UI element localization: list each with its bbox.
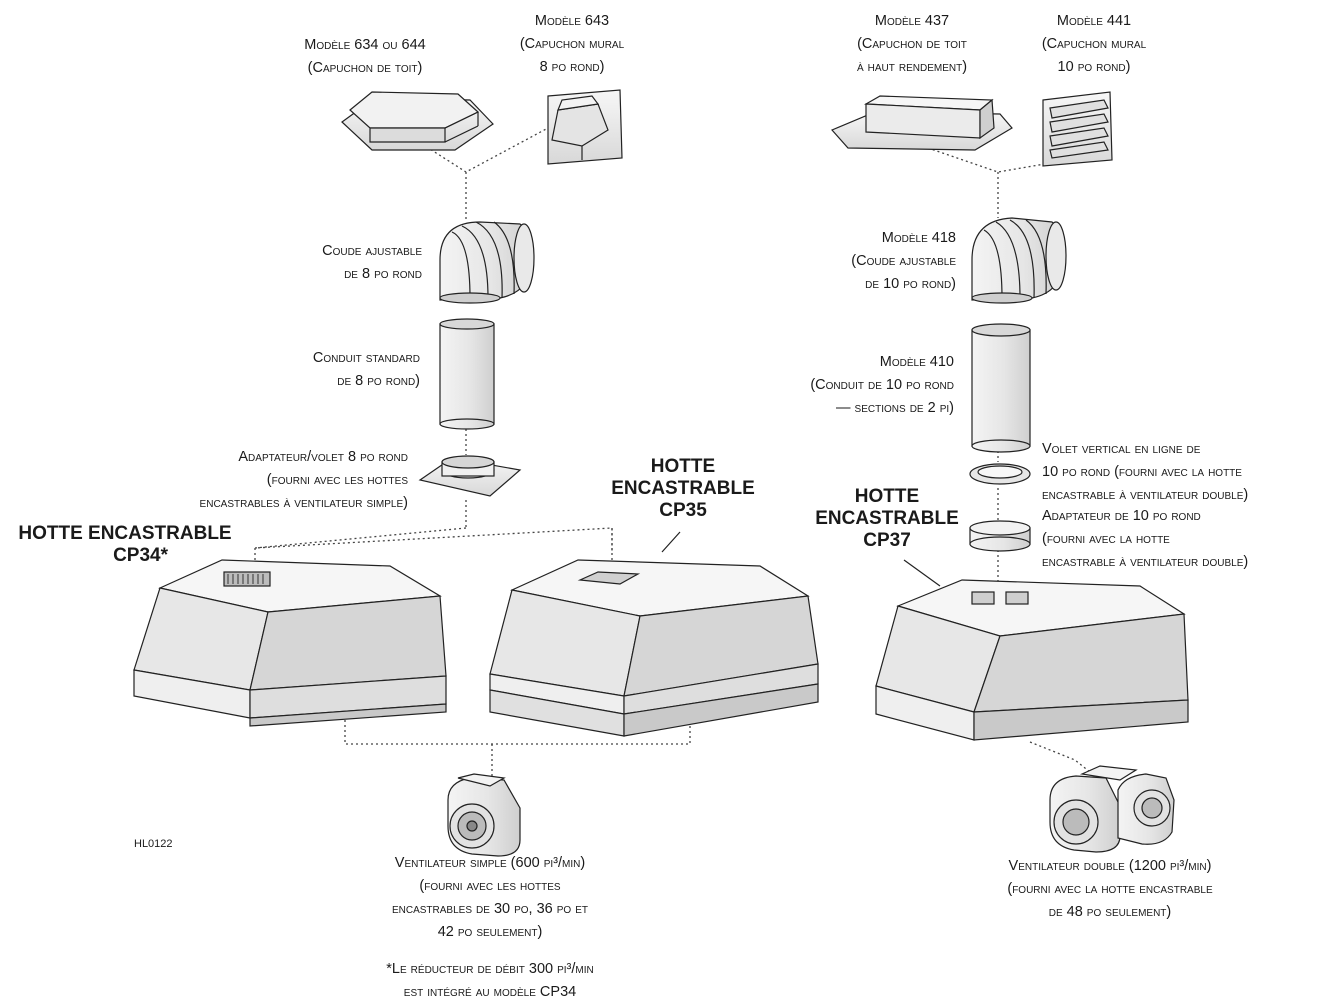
footnote: *Le réducteur de débit 300 pi³/min est i… xyxy=(386,961,594,1000)
roof-cap-634-illustration xyxy=(341,91,494,151)
hood-cp37-illustration xyxy=(875,579,1189,741)
label-adapter-10: Adaptateur de 10 po rond (fourni avec la… xyxy=(1042,508,1249,570)
label-dual-blower: Ventilateur double (1200 pi³/min) (fourn… xyxy=(1007,858,1213,920)
roof-cap-437-illustration xyxy=(830,95,1013,151)
hood-cp35-illustration xyxy=(489,559,819,737)
label-roof-cap-634-644: Modèle 634 ou 644 (Capuchon de toit) xyxy=(304,37,426,76)
label-wall-cap-643: Modèle 643 (Capuchon mural 8 po rond) xyxy=(519,13,625,75)
label-adapter-damper-8: Adaptateur/volet 8 po rond (fourni avec … xyxy=(199,449,408,511)
hood-title-cp37: HOTTE ENCASTRABLE CP37 xyxy=(815,486,959,551)
label-duct-410: Modèle 410 (Conduit de 10 po rond — sect… xyxy=(810,354,954,416)
label-vertical-damper-10: Volet vertical en ligne de 10 po rond (f… xyxy=(1042,441,1249,503)
adapter-10-illustration xyxy=(969,520,1031,552)
hood-pointer-lines xyxy=(661,531,941,587)
hood-title-cp34: HOTTE ENCASTRABLE CP34* xyxy=(18,523,232,566)
duct-8-illustration xyxy=(439,318,495,430)
dual-blower-illustration xyxy=(1049,765,1175,853)
elbow-8-illustration xyxy=(439,221,535,304)
vertical-damper-10-illustration xyxy=(969,463,1031,485)
wall-cap-643-illustration xyxy=(547,89,623,165)
single-blower-illustration xyxy=(447,773,521,857)
label-elbow-8: Coude ajustable de 8 po rond xyxy=(322,243,422,282)
duct-410-illustration xyxy=(971,323,1031,453)
hood-title-cp35: HOTTE ENCASTRABLE CP35 xyxy=(611,456,755,521)
hood-cp34-illustration xyxy=(133,559,447,727)
elbow-418-illustration xyxy=(971,217,1067,304)
adapter-damper-8-illustration xyxy=(418,455,522,497)
label-elbow-418: Modèle 418 (Coude ajustable de 10 po ron… xyxy=(851,230,956,292)
label-duct-8: Conduit standard de 8 po rond) xyxy=(312,350,420,389)
wall-cap-441-illustration xyxy=(1042,91,1113,167)
label-wall-cap-441: Modèle 441 (Capuchon mural 10 po rond) xyxy=(1041,13,1147,75)
label-roof-cap-437: Modèle 437 (Capuchon de toit à haut rend… xyxy=(856,13,968,75)
label-single-blower: Ventilateur simple (600 pi³/min) (fourni… xyxy=(391,855,589,940)
figure-code: HL0122 xyxy=(134,838,173,850)
